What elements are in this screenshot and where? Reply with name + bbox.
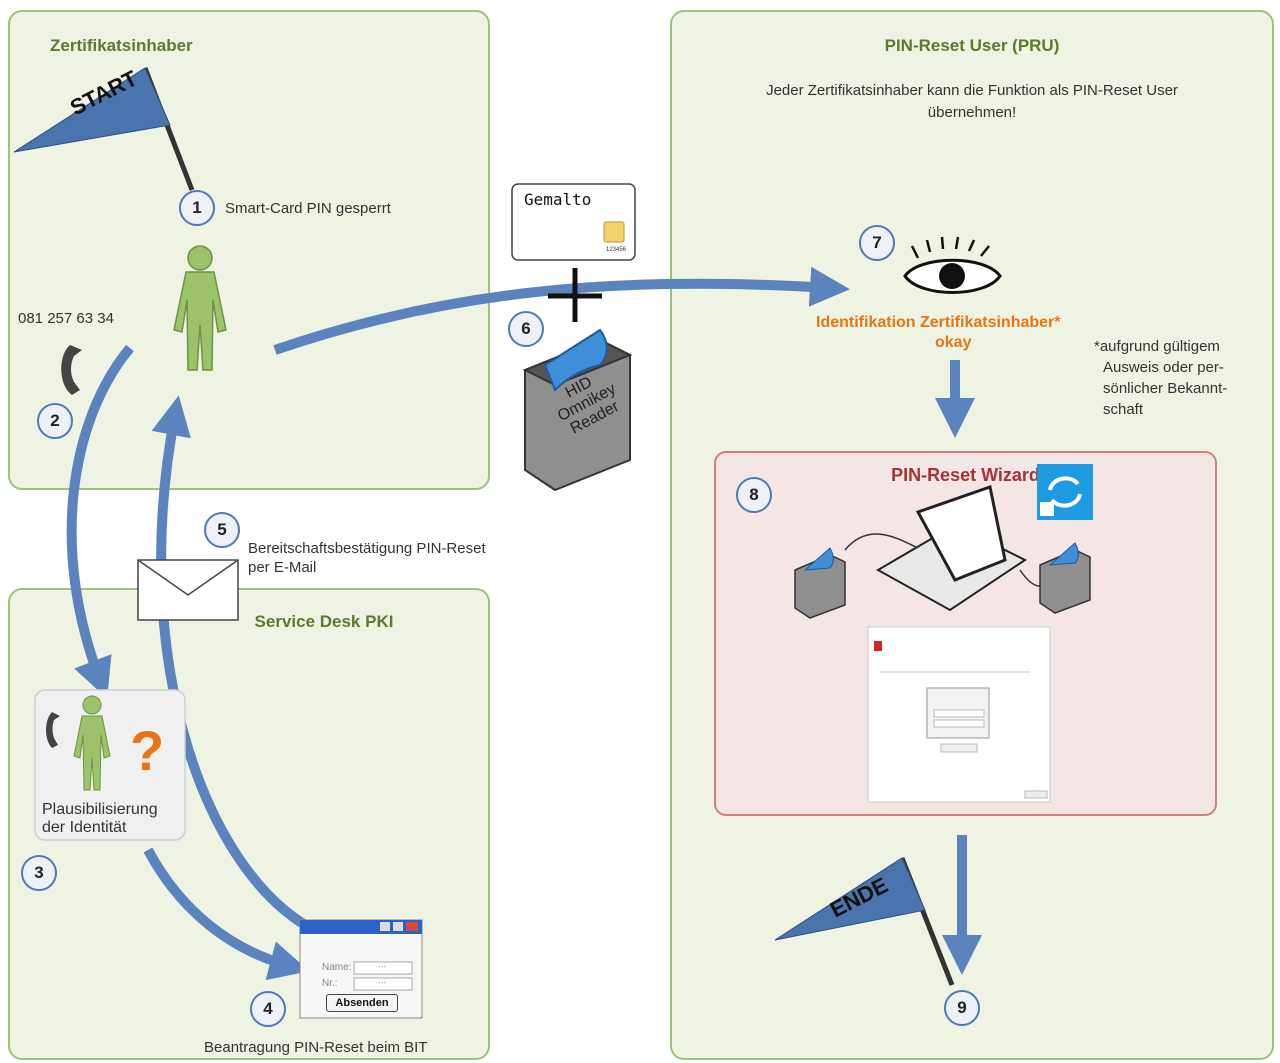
wizard-reader-right-icon bbox=[1039, 542, 1091, 614]
confirmation-label-line1: Bereitschaftsbestätigung PIN-Reset bbox=[248, 540, 486, 557]
footnote-line2: Ausweis oder per- bbox=[1103, 359, 1224, 376]
panel-certificate-holder: Zertifikatsinhaber bbox=[8, 10, 490, 490]
footnote-line3: sönlicher Bekannt- bbox=[1103, 380, 1228, 397]
step-8-badge: 8 bbox=[736, 477, 772, 513]
panel-title-service-desk: Service Desk PKI bbox=[254, 612, 394, 631]
arrow-holder-to-pru bbox=[273, 266, 850, 355]
footnote-line4: schaft bbox=[1103, 401, 1144, 418]
panel-title-holder: Zertifikatsinhaber bbox=[50, 36, 193, 55]
laptop-icon bbox=[875, 485, 1027, 612]
plausibility-box: ? bbox=[34, 689, 186, 841]
person-icon bbox=[173, 245, 227, 371]
wizard-reader-left-icon bbox=[794, 547, 846, 619]
step-7-badge: 7 bbox=[859, 225, 895, 261]
wizard-title: PIN-Reset Wizard bbox=[891, 465, 1040, 485]
wizard-screenshot bbox=[867, 626, 1051, 803]
phone-icon bbox=[61, 345, 82, 395]
pin-locked-label: Smart-Card PIN gesperrt bbox=[225, 200, 391, 217]
submit-button[interactable]: Absenden bbox=[326, 994, 398, 1012]
plus-icon bbox=[548, 268, 602, 322]
pru-description-line1: Jeder Zertifikatsinhaber kann die Funkti… bbox=[766, 82, 1178, 99]
panel-title-pru: PIN-Reset User (PRU) bbox=[884, 36, 1060, 55]
ident-label-line1: Identifikation Zertifikatsinhaber* bbox=[816, 314, 1061, 331]
step-4-badge: 4 bbox=[250, 991, 286, 1027]
arrow-form-to-holder bbox=[151, 395, 308, 930]
end-flag-icon bbox=[774, 857, 955, 986]
step-9-badge: 9 bbox=[944, 990, 980, 1026]
envelope-icon bbox=[137, 559, 239, 621]
start-flag-icon bbox=[13, 67, 195, 191]
svg-text:?: ? bbox=[130, 719, 164, 782]
pru-description-line2: übernehmen! bbox=[927, 104, 1017, 121]
form-name-field[interactable]: ... bbox=[378, 959, 387, 970]
plausibility-label-line1: Plausibilisierung bbox=[42, 801, 158, 818]
eye-icon bbox=[903, 236, 1002, 294]
step-6-badge: 6 bbox=[508, 311, 544, 347]
form-nr-label: Nr.: bbox=[322, 978, 338, 989]
footnote-line1: *aufgrund gültigem bbox=[1094, 338, 1220, 355]
form-name-label: Name: bbox=[322, 962, 352, 973]
confirmation-label-line2: per E-Mail bbox=[248, 559, 317, 576]
step-1-badge: 1 bbox=[179, 190, 215, 226]
step-5-badge: 5 bbox=[204, 512, 240, 548]
refresh-app-icon bbox=[1037, 464, 1093, 520]
step-2-badge: 2 bbox=[37, 403, 73, 439]
card-reader-icon bbox=[522, 328, 633, 492]
phone-number: 081 257 63 34 bbox=[18, 310, 114, 327]
card-number: 123456 bbox=[606, 247, 627, 253]
form-nr-field[interactable]: ... bbox=[378, 975, 387, 986]
step-3-badge: 3 bbox=[21, 855, 57, 891]
plausibility-label-line2: der Identität bbox=[42, 819, 127, 836]
request-label: Beantragung PIN-Reset beim BIT bbox=[204, 1039, 428, 1056]
ident-label-line2: okay bbox=[935, 334, 972, 351]
arrow-phone-to-service bbox=[66, 344, 134, 699]
card-brand: Gemalto bbox=[524, 190, 592, 209]
arrow-plausibility-to-form bbox=[143, 847, 310, 981]
smart-card-icon bbox=[511, 183, 636, 261]
